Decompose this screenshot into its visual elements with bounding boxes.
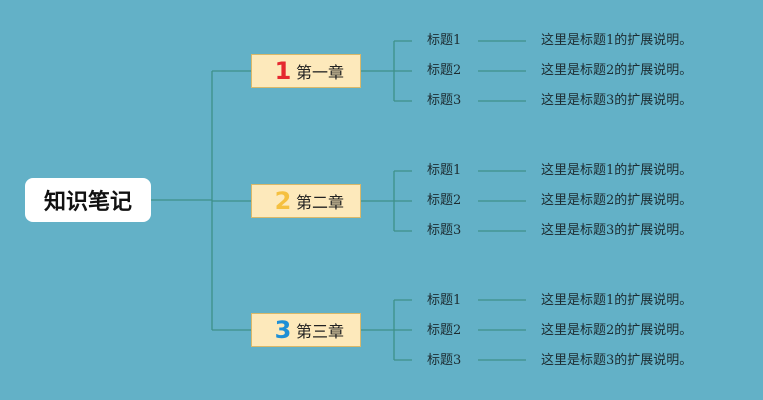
topic-description: 这里是标题1的扩展说明。 (541, 33, 693, 48)
topic-description: 这里是标题2的扩展说明。 (541, 193, 693, 208)
chapter-number-3: 3 (274, 316, 292, 344)
root-node: 知识笔记 (25, 178, 151, 222)
chapter-node-1: 1 第一章 (251, 54, 361, 88)
chapter-number-2: 2 (274, 187, 292, 215)
topic-title: 标题1 (427, 293, 462, 308)
topic-title: 标题1 (427, 33, 462, 48)
chapter-label-2: 第二章 (296, 193, 345, 212)
topic-title: 标题3 (427, 93, 462, 108)
topic-description: 这里是标题1的扩展说明。 (541, 293, 693, 308)
chapter-node-2: 2 第二章 (251, 184, 361, 218)
topic-title: 标题3 (427, 223, 462, 238)
chapter-number-1: 1 (274, 57, 292, 85)
topic-description: 这里是标题3的扩展说明。 (541, 223, 693, 238)
topic-title: 标题2 (427, 323, 462, 338)
topic-description: 这里是标题3的扩展说明。 (541, 353, 693, 368)
topic-description: 这里是标题2的扩展说明。 (541, 63, 693, 78)
topic-description: 这里是标题3的扩展说明。 (541, 93, 693, 108)
topic-title: 标题2 (427, 193, 462, 208)
chapter-node-3: 3 第三章 (251, 313, 361, 347)
chapter-label-3: 第三章 (296, 322, 345, 341)
topic-title: 标题1 (427, 163, 462, 178)
topic-title: 标题2 (427, 63, 462, 78)
topic-description: 这里是标题1的扩展说明。 (541, 163, 693, 178)
chapter-label-1: 第一章 (296, 63, 345, 82)
topic-title: 标题3 (427, 353, 462, 368)
topic-description: 这里是标题2的扩展说明。 (541, 323, 693, 338)
